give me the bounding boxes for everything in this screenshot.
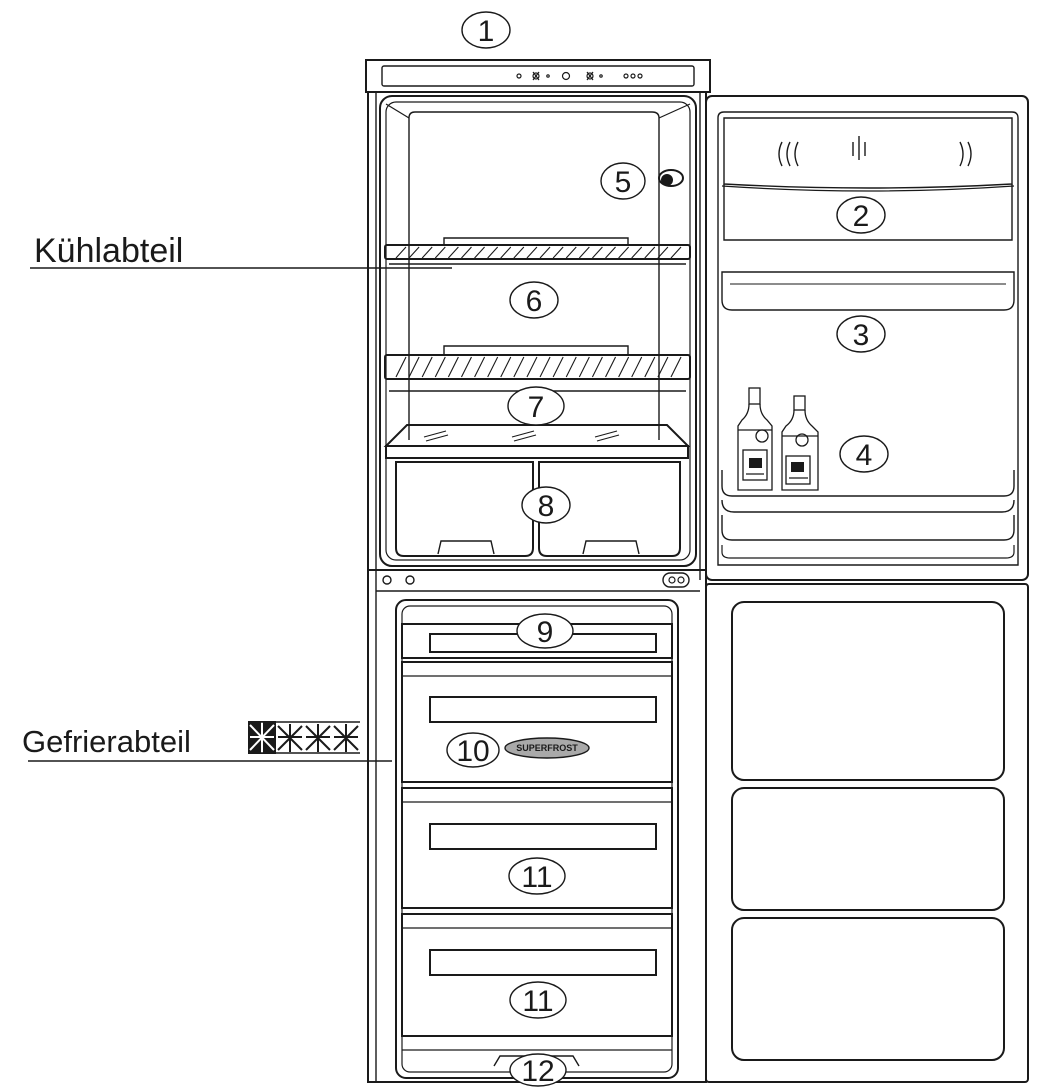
callout-4: 1: [478, 15, 495, 48]
shelf-rack-bar: [670, 356, 682, 378]
shelf-rack-bar: [395, 356, 407, 378]
star-icon: [305, 724, 331, 752]
control-panel: [365, 59, 711, 93]
door-panel: [731, 787, 1005, 911]
door-bin-bottles: [721, 470, 1015, 559]
fridge-compartment-label: Kühlabteil: [34, 232, 183, 270]
callout-11-b: 11: [522, 985, 553, 1018]
superfrost-badge: SUPERFROST: [504, 737, 590, 759]
freezer-drawer-middle: [401, 787, 673, 909]
shelf-rack-bar: [552, 246, 564, 259]
shelf-rack-bar: [644, 246, 656, 259]
shelf-rack-bar: [644, 356, 656, 378]
shelf-rack-bar: [395, 246, 407, 259]
freezer-drawer-superfrost: [401, 661, 673, 783]
freezer-door: [705, 583, 1029, 1083]
freezer-compartment: [395, 599, 679, 1079]
shelf-rack-bar: [447, 246, 459, 259]
shelf-rack-bar: [513, 246, 525, 259]
interior-lamp: [658, 169, 684, 187]
bottle-icon: [781, 395, 819, 491]
shelf-rack-bar: [487, 246, 499, 259]
cabinet-outline: [367, 91, 707, 1083]
shelf-rack-bar: [421, 246, 433, 259]
crisper-cover-shelf: [383, 424, 691, 459]
shelf-rack-bar: [631, 246, 643, 259]
door-bin-upper: [721, 184, 1015, 241]
shelf-rack-bar: [578, 246, 590, 259]
shelf-rack-bar: [631, 356, 643, 378]
freezer-star-rating-icon: [248, 721, 360, 754]
shelf-rack-bar: [578, 356, 590, 378]
callout-11-a: 11: [521, 861, 552, 894]
callout-circles: [446, 11, 889, 1087]
freezer-label-group: Gefrierabteil: [22, 721, 392, 762]
shelf-rack-bar: [513, 356, 525, 378]
star-icon: [277, 724, 303, 752]
door-panel: [731, 601, 1005, 781]
shelf-rack-bar: [408, 356, 420, 378]
callout-8: 8: [538, 490, 555, 523]
shelf-rack-bar: [461, 246, 472, 259]
shelf-rack-bar: [474, 246, 485, 259]
freezer-drawer-bottom: [401, 913, 673, 1037]
shelf-rack-bar: [565, 356, 577, 378]
shelf-rack-bar: [447, 356, 459, 378]
fridge-label-group: Kühlabteil: [30, 232, 452, 270]
glass-shelf-middle: [384, 345, 691, 392]
callout-2: 3: [853, 319, 870, 352]
shelf-rack-bar: [526, 356, 538, 378]
shelf-rack-bar: [592, 246, 603, 259]
glass-shelf-upper: [384, 237, 691, 265]
callout-6: 6: [526, 285, 543, 318]
shelf-rack-bar: [539, 246, 551, 259]
shelf-rack-bar: [434, 246, 446, 259]
shelf-rack-bar: [618, 356, 630, 378]
bottle-icon: [737, 387, 773, 491]
shelf-rack-bar: [552, 356, 564, 378]
shelf-rack-bar: [591, 356, 603, 378]
shelf-rack-bar: [487, 356, 499, 378]
callout-5: 5: [615, 166, 632, 199]
door-panel: [731, 917, 1005, 1061]
shelf-rack-bar: [657, 246, 669, 259]
callout-9: 9: [537, 616, 554, 649]
fridge-compartment: [379, 95, 697, 567]
callout-numbers: 1 2 3 4 5 6 7 8 9 10 11 11 12: [456, 15, 873, 1088]
shelf-rack-bar: [539, 356, 551, 378]
shelf-rack-bar: [618, 246, 630, 259]
shelf-rack-bar: [434, 356, 446, 378]
control-knobs: [516, 71, 643, 81]
shelf-rack-bar: [605, 246, 616, 259]
shelf-rack-bar: [500, 246, 512, 259]
shelf-rack-bar: [526, 246, 538, 259]
shelf-rack-bar: [565, 246, 577, 259]
shelf-rack-bar: [460, 356, 472, 378]
shelf-rack-bar: [500, 356, 512, 378]
shelf-rack-bar: [474, 356, 486, 378]
shelf-rack-bar: [408, 246, 420, 259]
hinge-strip: [368, 569, 706, 592]
shelf-rack-bar: [670, 246, 682, 259]
freezer-compartment-label: Gefrierabteil: [22, 724, 191, 759]
crisper-drawers: [395, 461, 681, 557]
shelf-rack-bar: [421, 356, 433, 378]
door-bin-middle: [721, 271, 1015, 311]
shelf-rack-bar: [605, 356, 617, 378]
callout-10: 10: [456, 735, 489, 768]
fridge-body: [365, 59, 711, 1083]
fridge-door: [705, 95, 1029, 581]
shelf-rack-bar: [657, 356, 669, 378]
star-icon: [333, 724, 359, 752]
callout-12: 12: [521, 1055, 554, 1087]
vent-marks: [778, 136, 972, 167]
callout-3: 4: [856, 439, 873, 472]
callout-7: 7: [528, 391, 545, 424]
superfrost-label: SUPERFROST: [516, 743, 578, 753]
callout-1: 2: [853, 200, 870, 233]
